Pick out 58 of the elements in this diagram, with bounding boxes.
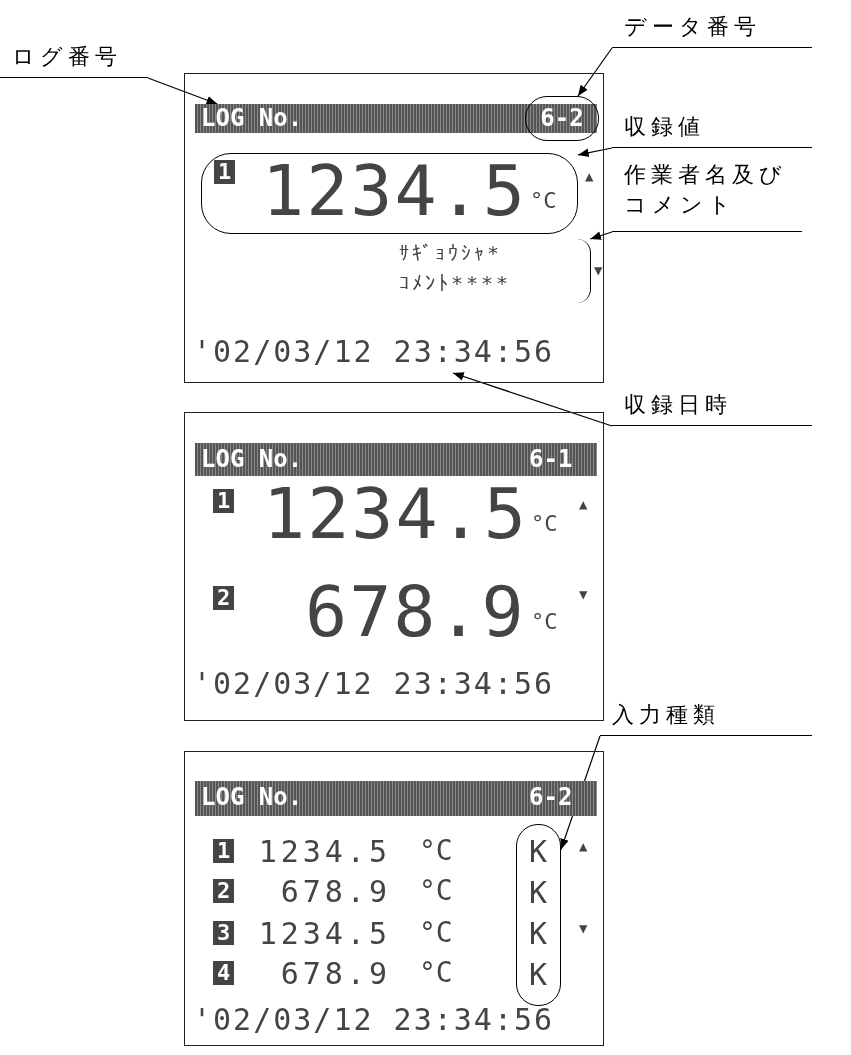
date-time-text: '02/03/12 23:34:56	[193, 335, 599, 373]
unit-text: °C	[419, 877, 453, 905]
header-text: LOG No.	[201, 785, 303, 809]
reading-frame	[201, 153, 578, 234]
scroll-marker: ▼	[594, 263, 603, 277]
channel-number: 4	[213, 961, 235, 985]
reading-value: 1234.5	[263, 479, 528, 549]
reading-value: 1234.5	[257, 837, 391, 867]
channel-number: 2	[213, 879, 235, 903]
unit-text: °C	[419, 959, 453, 987]
reading-value: 1234.5	[257, 919, 391, 949]
reading-value: 678.9	[279, 877, 391, 907]
scroll-marker: ▼	[579, 921, 588, 935]
data-number-text: 6-1	[529, 447, 573, 471]
callout-label: ログ番号	[0, 42, 148, 78]
channel-number: 1	[213, 839, 235, 863]
unit-text: °C	[419, 919, 453, 947]
header-text: LOG No.	[197, 104, 315, 133]
header-text: LOG No.	[201, 447, 303, 471]
channel-number: 1	[214, 160, 236, 184]
leader-line	[147, 77, 218, 105]
scroll-marker: ▲	[579, 497, 588, 511]
comment-line: ｺﾒﾝﾄ****	[399, 273, 512, 293]
input-type-text: K	[529, 878, 548, 908]
callout-label: 入力種類	[600, 700, 812, 736]
leader-line	[589, 231, 613, 240]
input-type-text: K	[529, 837, 548, 867]
callout-label: 収録日時	[612, 390, 812, 426]
leader-line	[577, 147, 613, 157]
unit-text: °C	[531, 513, 558, 535]
reading-value: 678.9	[279, 959, 391, 989]
lcd-screen	[184, 412, 604, 721]
leader-line	[577, 47, 613, 97]
scroll-marker: ▲	[585, 169, 594, 183]
lcd-screen	[184, 73, 604, 383]
input-type-frame	[516, 824, 561, 1006]
unit-text: °C	[531, 611, 558, 633]
channel-number: 1	[213, 489, 235, 513]
unit-text: °C	[419, 837, 453, 865]
comment-line: ｻｷﾞｮｳｼｬ*	[399, 243, 503, 263]
data-number: 6-2	[525, 96, 599, 141]
data-number-text: 6-2	[529, 785, 573, 809]
scroll-marker: ▲	[579, 839, 588, 853]
input-type-text: K	[529, 960, 548, 990]
channel-number: 2	[213, 586, 235, 610]
lcd-screen	[184, 751, 604, 1046]
unit-text: °C	[530, 190, 557, 212]
leader-line	[452, 372, 613, 427]
date-time-text: '02/03/12 23:34:56	[193, 669, 555, 699]
callout-label: 作業者名及びコメント	[612, 160, 802, 232]
date-time-text: '02/03/12 23:34:56	[193, 1005, 555, 1035]
channel-number: 3	[213, 921, 235, 945]
scroll-marker: ▼	[579, 587, 588, 601]
callout-label: 収録値	[612, 112, 812, 148]
reading-value: 678.9	[305, 577, 526, 647]
input-type-text: K	[529, 919, 548, 949]
callout-label: データ番号	[612, 12, 812, 48]
reading-value: 1234.5	[262, 156, 527, 226]
